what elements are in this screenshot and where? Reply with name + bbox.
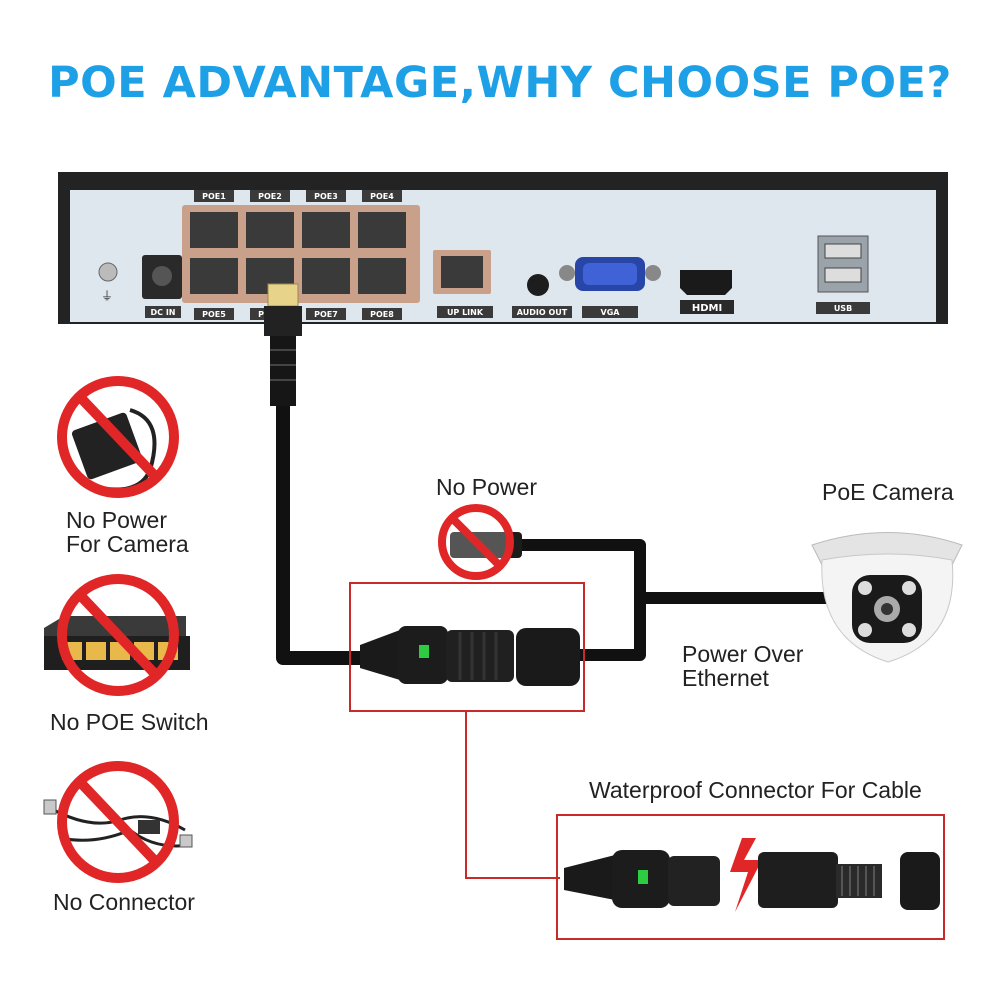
waterproof-label: Waterproof Connector For Cable — [589, 777, 922, 803]
uplink-label: UP LINK — [447, 308, 484, 317]
poe-camera-label: PoE Camera — [822, 479, 954, 505]
poe-port-2: POE2 — [246, 190, 294, 248]
prohibit-icon — [57, 376, 179, 498]
poe-port-5: POE5 — [190, 258, 238, 320]
poe-port-label: POE3 — [314, 192, 338, 201]
callout-line — [465, 711, 560, 879]
poe-port-label: POE8 — [370, 310, 394, 319]
power-adapter-icon — [57, 376, 179, 498]
poe-port-label: POE5 — [202, 310, 226, 319]
hdmi-label: HDMI — [692, 303, 722, 314]
audio-out-label: AUDIO OUT — [517, 308, 568, 317]
lightning-icon — [730, 838, 762, 912]
dc-in-label: DC IN — [151, 308, 176, 317]
uplink-port: UP LINK — [433, 250, 493, 318]
prohibit-icon — [57, 574, 179, 696]
no-power-plug — [438, 504, 522, 580]
left-label-2: No POE Switch — [50, 709, 209, 735]
nvr-recorder: ⏚ DC IN POE1POE2POE3POE4POE5POE6POE7POE8… — [58, 172, 948, 324]
poe-port-8: POE8 — [358, 258, 406, 320]
splitter-cable-icon — [43, 761, 193, 883]
poe-port-label: POE7 — [314, 310, 338, 319]
left-label-3: No Connector — [53, 889, 195, 915]
poe-port-3: POE3 — [302, 190, 350, 248]
waterproof-connector-detail — [556, 814, 945, 940]
usb-port: USB — [816, 235, 870, 314]
usb-label: USB — [834, 304, 852, 313]
poe-switch-icon — [44, 574, 190, 696]
no-power-label: No Power — [436, 474, 537, 500]
rj45-plug-icon — [264, 283, 302, 406]
poe-port-block: POE1POE2POE3POE4POE5POE6POE7POE8 — [182, 190, 420, 320]
hdmi-port: HDMI — [680, 270, 734, 314]
waterproof-connector-mid — [349, 582, 585, 879]
led-indicator — [638, 870, 648, 884]
page-title: POE ADVANTAGE,WHY CHOOSE POE? — [48, 58, 952, 108]
poe-camera-icon — [811, 532, 963, 663]
prohibit-icon — [57, 761, 179, 883]
ground-icon: ⏚ — [101, 289, 113, 303]
led-indicator — [419, 645, 429, 658]
poe-label-line1: Power Over — [682, 641, 804, 667]
dc-in-port: DC IN — [142, 255, 182, 318]
poe-port-7: POE7 — [302, 258, 350, 320]
poe-port-1: POE1 — [190, 190, 238, 248]
poe-port-label: POE2 — [258, 192, 282, 201]
poe-port-4: POE4 — [358, 190, 406, 248]
poe-label-line2: Ethernet — [682, 665, 769, 691]
poe-port-label: POE4 — [370, 192, 394, 201]
poe-port-label: POE1 — [202, 192, 226, 201]
vga-port: VGA — [559, 257, 661, 318]
switch-port — [86, 642, 106, 660]
vga-label: VGA — [601, 308, 621, 317]
audio-out-port: AUDIO OUT — [512, 274, 572, 318]
left-label-1-line1: No Power — [66, 507, 167, 533]
screw-icon — [98, 262, 118, 282]
ethernet-cable — [276, 333, 838, 665]
left-label-1-line2: For Camera — [66, 531, 189, 557]
